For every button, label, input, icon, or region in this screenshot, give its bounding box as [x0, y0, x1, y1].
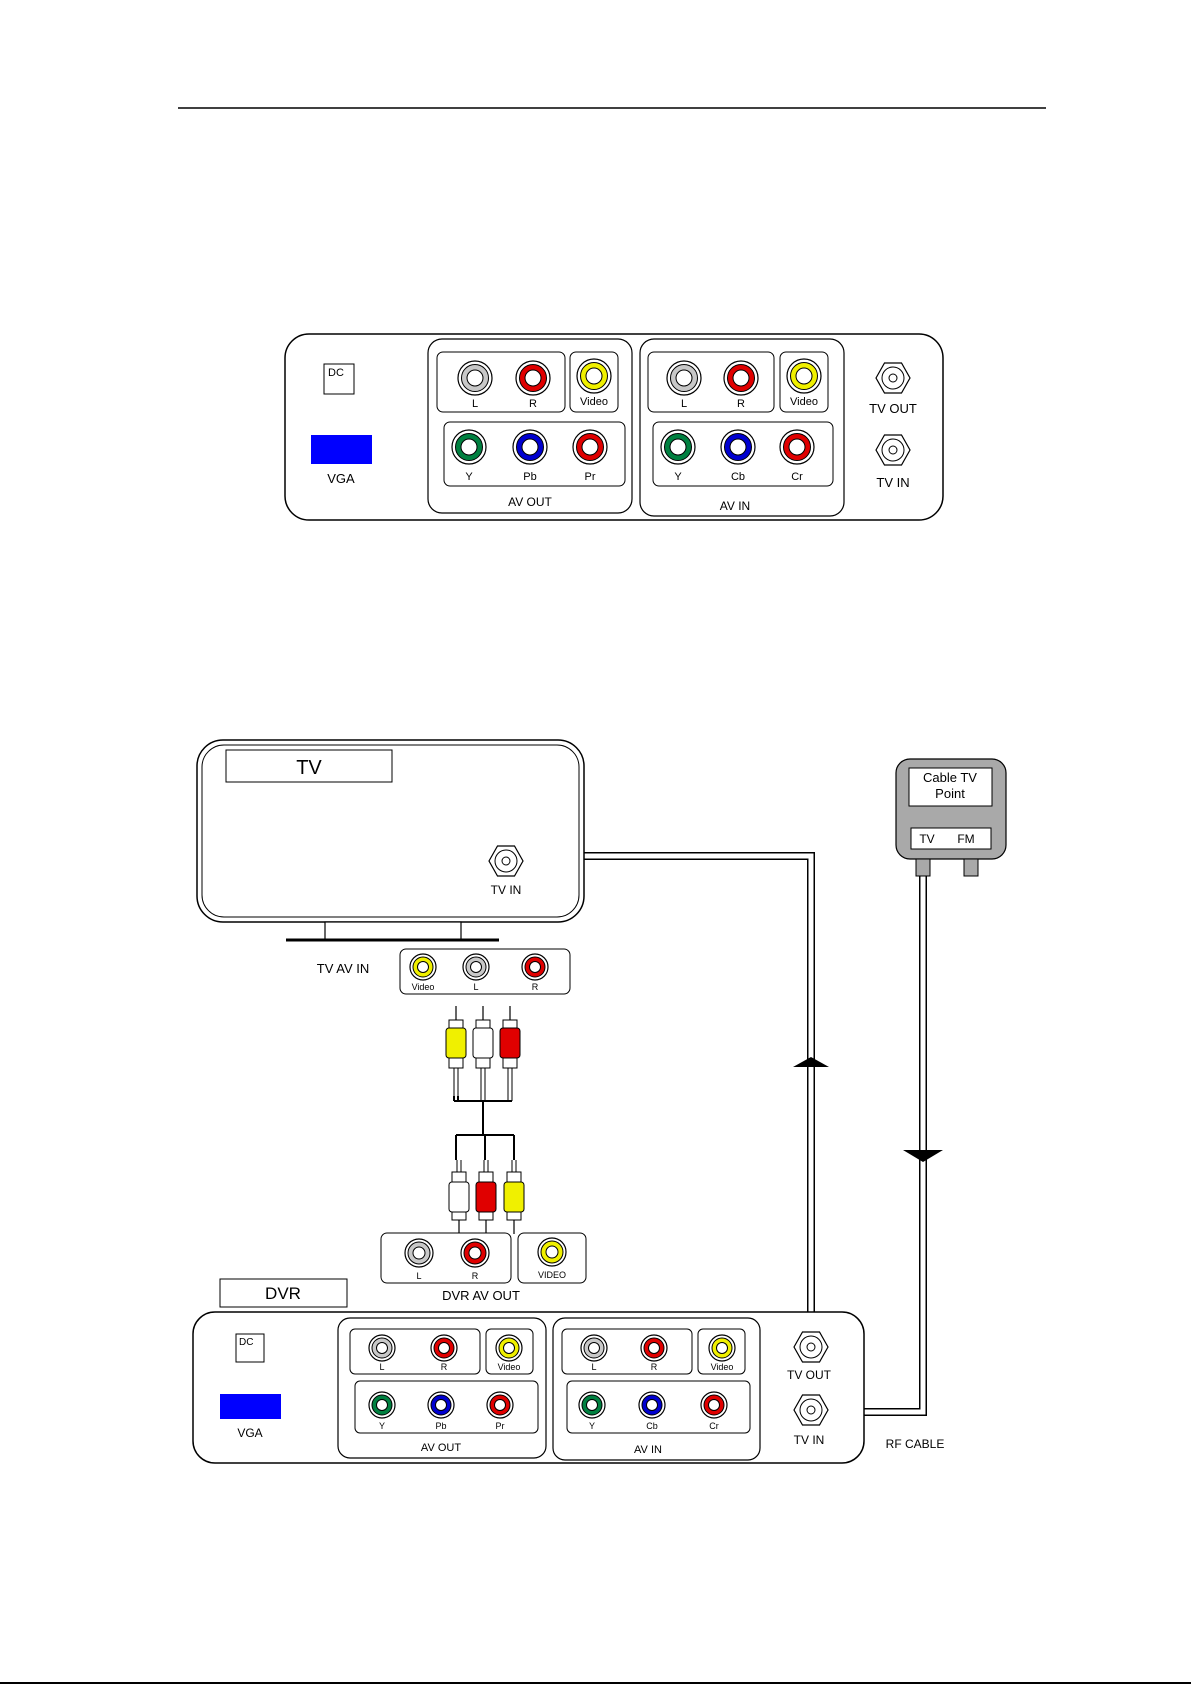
rf-cable-label: RF CABLE	[886, 1437, 945, 1451]
rca-jack	[452, 430, 486, 464]
dvr-panel: DC VGA L R Video Y Pb Pr AV OUT L R Vid	[193, 1312, 864, 1463]
tv-av-in-r-label: R	[532, 982, 539, 992]
dvr-vga-label: VGA	[237, 1426, 262, 1440]
dvr-av-out-pr-label: Pr	[496, 1421, 505, 1431]
rca-jack	[573, 430, 607, 464]
rca-jack	[661, 430, 695, 464]
cable-point-title-2: Point	[935, 786, 965, 801]
dvr-av-out-video-label: Video	[498, 1362, 521, 1372]
rca-jack	[496, 1335, 522, 1361]
signal-down-arrow	[903, 1150, 943, 1162]
dvr-dc-label: DC	[239, 1337, 253, 1348]
rca-jack	[701, 1392, 727, 1418]
rca-jack	[463, 954, 489, 980]
av-cable-upper-plugs	[446, 1006, 520, 1101]
rca-jack	[780, 430, 814, 464]
dvr-av-out-group-label: AV OUT	[421, 1442, 461, 1454]
av-in-y-label: Y	[674, 471, 682, 483]
dvr-vga-port	[220, 1394, 281, 1419]
dvr-av-out-r-label: R	[441, 1362, 448, 1372]
dvr-tv-out-label: TV OUT	[787, 1368, 832, 1382]
av-in-video-label: Video	[790, 396, 818, 408]
tv-av-in-video-label: Video	[412, 982, 435, 992]
av-in-cb-label: Cb	[731, 471, 745, 483]
dvr-av-out-video-label: VIDEO	[538, 1270, 566, 1280]
tv-set: TV TV IN	[197, 740, 584, 940]
vga-label: VGA	[327, 471, 355, 486]
dvr-av-out-l-label: L	[416, 1271, 421, 1281]
vga-port	[311, 435, 372, 464]
cable-tv-point: Cable TV Point TV FM	[896, 759, 1006, 876]
dvr-av-out-r-label: R	[472, 1271, 479, 1281]
rca-jack	[641, 1335, 667, 1361]
rca-jack	[513, 430, 547, 464]
signal-up-arrow	[793, 1057, 829, 1067]
av-cable-lower-plugs	[449, 1160, 524, 1234]
rca-jack	[487, 1392, 513, 1418]
av-out-r-label: R	[529, 398, 537, 410]
rca-jack	[579, 1392, 605, 1418]
rca-jack	[431, 1335, 457, 1361]
av-in-r-label: R	[737, 398, 745, 410]
av-out-pr-label: Pr	[585, 471, 596, 483]
av-out-label: AV OUT	[508, 495, 552, 509]
rca-jack	[724, 361, 758, 395]
rca-jack	[405, 1239, 433, 1267]
rca-jack	[787, 359, 821, 393]
av-in-cr-label: Cr	[791, 471, 803, 483]
rca-jack	[410, 954, 436, 980]
rca-jack	[538, 1238, 566, 1266]
tv-av-in-l-label: L	[473, 982, 478, 992]
dvr-av-out-pb-label: Pb	[435, 1421, 446, 1431]
cable-point-tv-port	[916, 859, 930, 876]
rca-jack	[721, 430, 755, 464]
dvr-av-in-cr-label: Cr	[709, 1421, 719, 1431]
cable-point-fm-port	[964, 859, 978, 876]
cable-point-title-1: Cable TV	[923, 770, 977, 785]
rca-jack	[458, 361, 492, 395]
dvr-av-in-cb-label: Cb	[646, 1421, 658, 1431]
tv-in-label: TV IN	[876, 475, 909, 490]
dvr-av-out-l-label: L	[379, 1362, 384, 1372]
av-in-l-label: L	[681, 398, 687, 410]
dvr-av-in-y-label: Y	[589, 1421, 595, 1431]
rca-jack	[428, 1392, 454, 1418]
dvr-av-in-r-label: R	[651, 1362, 658, 1372]
av-out-pb-label: Pb	[523, 471, 536, 483]
av-in-label: AV IN	[720, 499, 750, 513]
dvr-tv-in-label: TV IN	[794, 1433, 825, 1447]
rca-jack	[516, 361, 550, 395]
dvr-av-out-y-label: Y	[379, 1421, 385, 1431]
dvr-body	[193, 1312, 864, 1463]
rca-jack	[461, 1239, 489, 1267]
av-cable-wires	[454, 1096, 514, 1160]
dvr-av-in-group-label: AV IN	[634, 1444, 662, 1456]
rear-panel: DC VGA	[285, 334, 943, 520]
rca-jack	[667, 361, 701, 395]
dvr-av-in-l-label: L	[591, 1362, 596, 1372]
tv-in-port-label: TV IN	[491, 883, 522, 897]
rca-jack	[522, 954, 548, 980]
dvr-title: DVR	[265, 1284, 301, 1303]
av-out-l-label: L	[472, 398, 478, 410]
av-out-video-label: Video	[580, 396, 608, 408]
cable-point-tv-label: TV	[919, 832, 934, 846]
tv-av-in-label: TV AV IN	[317, 961, 370, 976]
rca-jack	[577, 359, 611, 393]
rca-jack	[369, 1335, 395, 1361]
rca-jack	[369, 1392, 395, 1418]
av-out-y-label: Y	[465, 471, 473, 483]
cable-point-fm-label: FM	[957, 832, 974, 846]
dvr-av-in-video-label: Video	[711, 1362, 734, 1372]
rca-jack	[709, 1335, 735, 1361]
dc-label: DC	[328, 367, 344, 379]
tv-out-label: TV OUT	[869, 401, 917, 416]
rca-jack	[581, 1335, 607, 1361]
dvr-av-out-label: DVR AV OUT	[442, 1288, 520, 1303]
tv-title: TV	[296, 757, 322, 779]
tv-stand	[325, 922, 461, 940]
dvr-av-out-audio-box	[381, 1233, 511, 1283]
rca-jack	[639, 1392, 665, 1418]
